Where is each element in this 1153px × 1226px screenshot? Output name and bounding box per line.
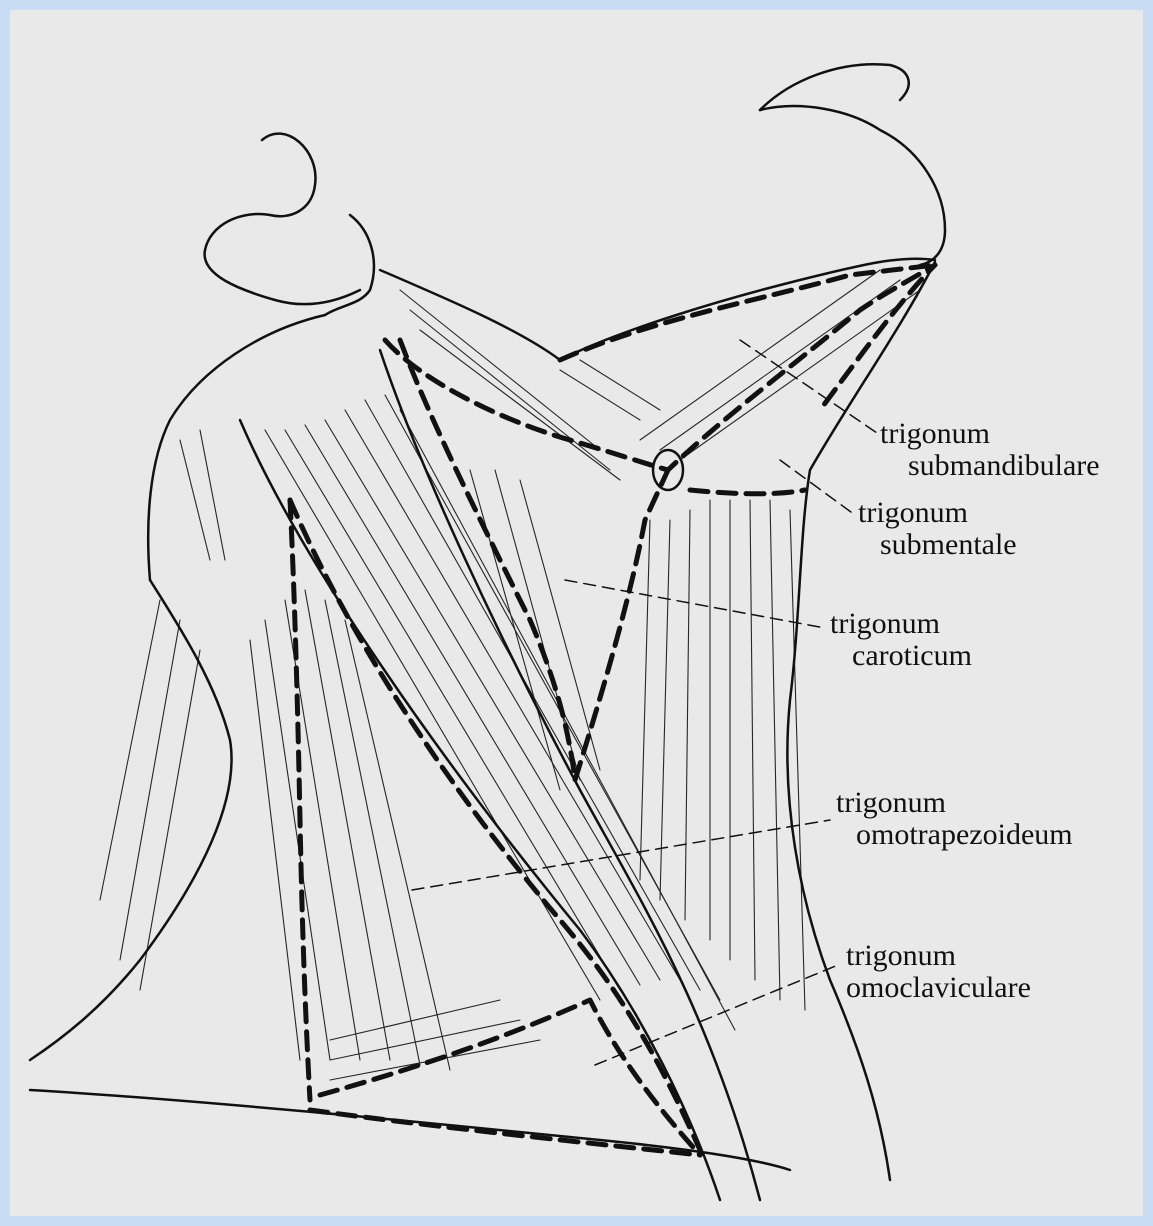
label-caroticum-line2: caroticum — [830, 640, 972, 672]
label-submentale-line1: trigonum — [858, 497, 1017, 529]
leader-submentale — [780, 460, 855, 515]
jaw-lower-edge — [380, 259, 935, 360]
boundary-posterior — [290, 500, 310, 1100]
boundary-submandibular — [385, 265, 935, 470]
label-trigonum-omotrapezoideum: trigonum omotrapezoideum — [836, 787, 1073, 851]
label-submandibulare-line2: submandibulare — [880, 450, 1100, 482]
label-submentale-line2: submentale — [858, 529, 1017, 561]
boundary-base — [310, 1110, 700, 1155]
muscle-fibers — [100, 270, 920, 1080]
label-omoclaviculare-line2: omoclaviculare — [846, 972, 1031, 1004]
boundary-submental — [690, 490, 805, 494]
ear-outline — [205, 134, 360, 305]
anterior-neck-outline — [787, 262, 935, 1180]
label-omoclaviculare-line1: trigonum — [846, 940, 1031, 972]
boundary-carotid — [400, 340, 668, 780]
leader-caroticum — [565, 580, 825, 628]
lips-outline — [760, 64, 909, 110]
posterior-neck-outline — [148, 315, 325, 580]
label-trigonum-submentale: trigonum submentale — [858, 497, 1017, 561]
shoulder-outline — [30, 580, 232, 1060]
label-trigonum-caroticum: trigonum caroticum — [830, 608, 972, 672]
label-submandibulare-line1: trigonum — [880, 418, 1100, 450]
label-caroticum-line1: trigonum — [830, 608, 972, 640]
label-omotrapezoideum-line2: omotrapezoideum — [836, 819, 1073, 851]
label-omotrapezoideum-line1: trigonum — [836, 787, 1073, 819]
label-trigonum-omoclaviculare: trigonum omoclaviculare — [846, 940, 1031, 1004]
sternocleidomastoid-band — [240, 420, 720, 1200]
chin-outline — [760, 106, 945, 265]
label-trigonum-submandibulare: trigonum submandibulare — [880, 418, 1100, 482]
